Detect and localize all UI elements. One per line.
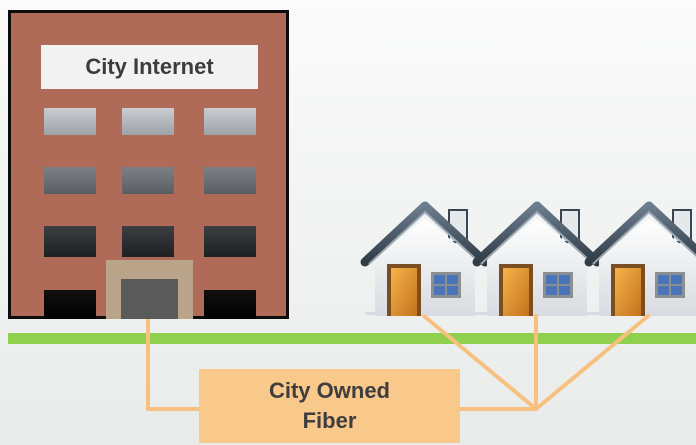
house-1: [365, 206, 485, 316]
building-entrance: [106, 260, 193, 319]
fiber-label-line2: Fiber: [302, 408, 357, 433]
building-window: [44, 167, 96, 194]
fiber-lines: [146, 314, 650, 411]
building-window: [204, 167, 256, 194]
building-window: [44, 226, 96, 257]
fiber-drop-house-3: [534, 314, 650, 411]
city-building: City Internet: [8, 10, 289, 319]
house-3: [589, 206, 696, 316]
ground-line: [8, 333, 696, 344]
building-window: [204, 226, 256, 257]
building-window: [122, 167, 174, 194]
building-window: [204, 290, 256, 319]
fiber-label-line1: City Owned: [268, 378, 390, 403]
building-door: [121, 279, 178, 319]
building-window: [44, 108, 96, 135]
building-window: [122, 108, 174, 135]
building-window: [204, 108, 256, 135]
fiber-label-box: City Owned Fiber: [199, 369, 460, 443]
fiber-drop-house-1: [422, 314, 538, 411]
house-2: [477, 206, 597, 316]
building-sign: City Internet: [41, 45, 258, 89]
building-window: [44, 290, 96, 319]
building-window: [122, 226, 174, 257]
